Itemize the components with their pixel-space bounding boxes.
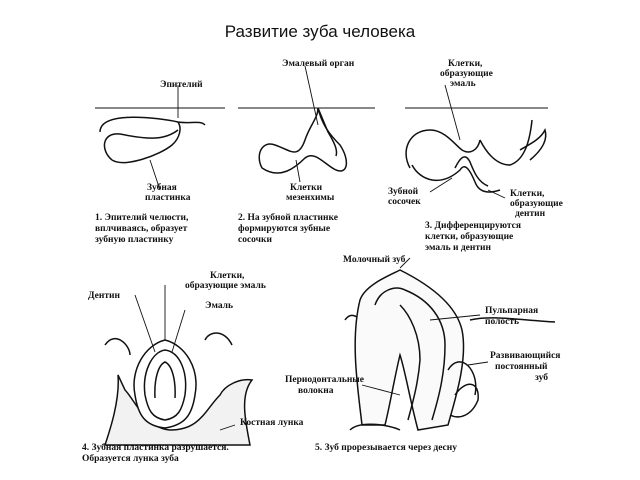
label-papilla-2: сосочек — [388, 197, 421, 207]
page-title: Развитие зуба человека — [224, 22, 416, 41]
caption-2-line-1: 2. На зубной пластинке — [238, 212, 338, 223]
label-enamel-cells-1: Клетки, — [448, 59, 483, 69]
panel-4: Клетки, образующие эмаль Дентин Эмаль Ко… — [82, 271, 304, 464]
label-bone-socket: Костная лунка — [240, 418, 304, 428]
caption-1-line-2: вплчиваясь, образует — [95, 223, 188, 234]
label-epithelium: Эпителий — [160, 79, 203, 90]
dental-lamina-shape — [99, 116, 206, 161]
caption-2-line-3: сосочки — [238, 235, 273, 245]
enamel-organ-shape — [258, 107, 348, 174]
caption-3-line-3: эмаль и дентин — [425, 243, 491, 253]
caption-4-line-2: Образуется лунка зуба — [82, 453, 179, 464]
label-permanent-1: Развивающийся — [490, 350, 560, 361]
label-dentin: Дентин — [88, 291, 120, 301]
label-periodontal-2: волокна — [298, 386, 334, 396]
panel-2: Эмалевый орган Клетки мезенхимы 2. На зу… — [238, 58, 375, 245]
label-pulp-1: Пульпарная — [485, 306, 538, 316]
caption-4-line-1: 4. Зубная пластинка разрушается. — [82, 442, 229, 453]
caption-1-line-1: 1. Эпителий челюсти, — [95, 212, 189, 223]
caption-3-line-1: 3. Дифференцируются — [425, 220, 521, 231]
label-enamel-cells-2: образующие — [440, 68, 493, 79]
label-mesenchyme: мезенхимы — [286, 193, 335, 203]
tooth-germ-outer — [133, 339, 197, 429]
label-papilla-1: Зубной — [388, 186, 419, 197]
label-periodontal-1: Периодонтальные — [285, 375, 364, 385]
label-permanent-3: зуб — [535, 372, 548, 383]
panel-1: Эпителий Зубная пластинка 1. Эпителий че… — [95, 79, 225, 245]
caption-1-line-3: зубную пластинку — [95, 234, 174, 245]
label-permanent-2: постоянный — [495, 361, 548, 372]
caption-2-line-2: формируются зубные — [238, 223, 330, 234]
label-enamel-forming-2: образующие эмаль — [185, 280, 266, 291]
caption-3-line-2: клетки, образующие — [425, 231, 513, 242]
tooth-germ-inner — [143, 349, 187, 421]
label-milk-tooth: Молочный зуб — [343, 254, 406, 265]
label-dentin-cells-2: образующие — [510, 198, 563, 209]
panel-3: Клетки, образующие эмаль Зубной сосочек … — [388, 59, 563, 253]
label-enamel: Эмаль — [205, 301, 233, 311]
label-enamel-forming-1: Клетки, — [210, 271, 245, 281]
caption-5-line-1: 5. Зуб прорезывается через десну — [315, 442, 457, 453]
label-dentin-cells-1: Клетки, — [510, 189, 545, 199]
label-enamel-cells-3: эмаль — [450, 79, 476, 89]
label-dental: Зубная — [147, 182, 177, 193]
bell-stage-outer — [405, 119, 533, 169]
label-cells: Клетки — [290, 183, 323, 193]
label-lamina: пластинка — [145, 193, 191, 203]
permanent-tooth-germ — [447, 361, 477, 396]
label-dentin-cells-3: дентин — [515, 209, 546, 219]
milk-tooth — [354, 269, 465, 431]
label-enamel-organ: Эмалевый орган — [282, 58, 355, 69]
panel-5: Молочный зуб Пульпарная полость Развиваю… — [285, 254, 560, 453]
label-pulp-2: полость — [485, 317, 519, 327]
